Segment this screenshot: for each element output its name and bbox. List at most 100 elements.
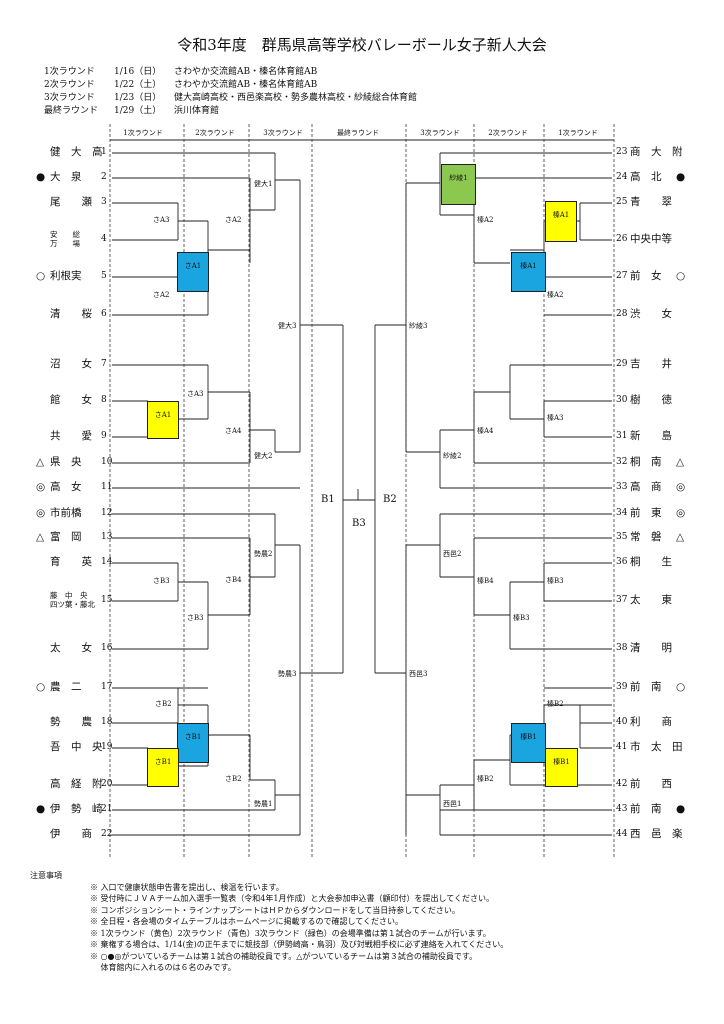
schedule-round: 3次ラウンド [44, 93, 95, 103]
team-number: 25 [616, 197, 628, 207]
match-label: 勢農1 [254, 800, 273, 808]
team-name: 利 商 [630, 716, 672, 728]
match-label: 西邑3 [409, 670, 428, 678]
box-hb1-blue: 榛B1 [511, 723, 546, 763]
team-name: 中央中等 [630, 233, 672, 245]
team-number: 16 [101, 643, 113, 653]
team-number: 12 [101, 508, 113, 518]
round-header-final: 最終ラウンド [337, 129, 379, 137]
team-name: 清 明 [630, 642, 672, 654]
note-item: ※ 棄権する場合は、1/14(金)の正午までに競技部（伊勢崎高・鳥羽）及び対戦相… [90, 940, 509, 949]
note-item: ※ 受付時にＪＶＡチーム加入選手一覧表（令和4年1月作成）と大会参加申込書（顧印… [90, 894, 494, 903]
team-mark: △ [36, 531, 45, 543]
team-number: 34 [616, 508, 628, 518]
round-header-left-r3: 3次ラウンド [263, 129, 303, 137]
team-number: 10 [101, 457, 113, 467]
team-number: 33 [616, 482, 628, 492]
team-number: 9 [101, 431, 107, 441]
team-number: 13 [101, 532, 113, 542]
team-name: 桐 南 [630, 456, 662, 468]
team-number: 37 [616, 595, 628, 605]
schedule-date: 1/16（日） [114, 67, 162, 77]
team-name: 勢 農 [50, 716, 92, 728]
match-label: さA3 [153, 216, 170, 224]
team-number: 28 [616, 309, 628, 319]
team-mark: ○ [36, 270, 46, 282]
team-name: 太 女 [50, 642, 92, 654]
bracket-lines [109, 124, 615, 858]
team-name: 桐 生 [630, 556, 672, 568]
team-name: 樹 徳 [630, 394, 672, 406]
team-number: 29 [616, 359, 628, 369]
match-label: さB3 [153, 577, 170, 585]
team-name: 健 大 高 [50, 146, 103, 158]
team-name: 伊 商 [50, 828, 92, 840]
team-number: 19 [101, 742, 113, 752]
team-name: 清 桜 [50, 308, 92, 320]
team-number: 8 [101, 395, 107, 405]
schedule-round: 1次ラウンド [44, 67, 95, 77]
team-name: 育 英 [50, 556, 92, 568]
team-name: 商 大 附 [630, 146, 683, 158]
team-number: 27 [616, 271, 628, 281]
team-number: 7 [101, 359, 107, 369]
schedule-date: 1/22（土） [114, 80, 162, 90]
team-name: 高 経 附 [50, 778, 103, 790]
notes: 注意事項 ※ 入口で健康状態申告書を提出し、検温を行います。 ※ 受付時にＪＶＡ… [30, 870, 508, 974]
team-name: 富 岡 [50, 531, 82, 543]
box-sa1-blue: さA1 [177, 252, 209, 292]
team-mark: ● [36, 803, 46, 815]
team-number: 23 [616, 147, 628, 157]
team-number: 3 [101, 197, 107, 207]
box-saya1-green: 紗綾1 [441, 164, 476, 205]
team-name: 西 邑 楽 [630, 828, 683, 840]
match-label: 西邑2 [443, 550, 462, 558]
box-sa1-yellow: さA1 [147, 401, 179, 439]
team-number: 1 [101, 147, 107, 157]
final-b1: B1 [321, 494, 335, 505]
team-number: 26 [616, 234, 628, 244]
team-name: 農 二 [50, 681, 82, 693]
team-name: 前 南 [630, 803, 662, 815]
team-number: 15 [101, 595, 113, 605]
box-sb1-yellow: さB1 [147, 748, 179, 787]
team-name: 高 北 [630, 171, 662, 183]
schedule-venue: 健大高崎高校・西邑楽高校・勢多農林高校・紗綾総合体育館 [174, 93, 418, 103]
box-label: 榛A1 [520, 262, 537, 270]
team-number: 18 [101, 717, 113, 727]
team-name: 伊 勢 崎 [50, 803, 103, 815]
team-name: 青 翠 [630, 196, 672, 208]
box-label: さB1 [154, 758, 172, 766]
box-label: 榛A1 [552, 211, 570, 219]
team-number: 2 [101, 172, 107, 182]
match-label: 榛A2 [547, 291, 564, 299]
team-mark: ● [676, 171, 686, 183]
team-number: 30 [616, 395, 628, 405]
team-number: 20 [101, 779, 113, 789]
match-label: 健大3 [278, 322, 297, 330]
match-label: さA3 [187, 390, 204, 398]
box-label: 紗綾1 [449, 174, 468, 182]
final-b3: B3 [352, 518, 366, 529]
box-label: さA1 [184, 262, 202, 270]
match-label: さA2 [153, 291, 170, 299]
team-name: 吾 中 央 [50, 741, 103, 753]
box-ha1-blue: 榛A1 [511, 252, 546, 292]
team-mark: ○ [36, 681, 46, 693]
team-number: 17 [101, 682, 113, 692]
match-label: 榛A2 [477, 216, 494, 224]
team-mark: ◎ [676, 507, 686, 519]
team-number: 14 [101, 557, 113, 567]
team-number: 32 [616, 457, 628, 467]
team-name: 沼 女 [50, 358, 92, 370]
team-name: 市 太 田 [630, 741, 683, 753]
schedule-round: 最終ラウンド [44, 106, 99, 116]
box-sb1-blue: さB1 [177, 723, 209, 763]
team-name: 前 西 [630, 778, 672, 790]
team-name: 高 商 [630, 481, 662, 493]
match-label: 榛A4 [477, 427, 494, 435]
team-name: 大 泉 [50, 171, 82, 183]
team-number: 24 [616, 172, 628, 182]
schedule-round: 2次ラウンド [44, 80, 95, 90]
box-label: 榛B1 [553, 758, 570, 766]
